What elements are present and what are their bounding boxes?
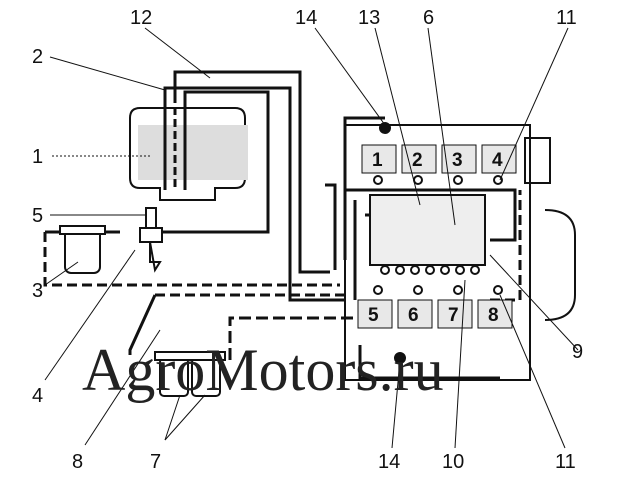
cylinder-2: 2	[412, 150, 423, 171]
callout-8: 8	[72, 451, 83, 473]
callout-4: 4	[32, 385, 43, 407]
hand-pump	[139, 207, 163, 273]
watermark: AgroMotors.ru	[82, 337, 444, 403]
cylinder-7: 7	[448, 305, 459, 326]
fine-filters	[154, 351, 226, 397]
callout-14-bottom: 14	[378, 451, 400, 473]
leader-lines	[44, 27, 579, 449]
cylinder-8: 8	[488, 305, 499, 326]
callout-11-bottom: 11	[555, 451, 576, 473]
callout-14-top: 14	[295, 7, 317, 29]
callout-6: 6	[423, 7, 434, 29]
cylinder-1: 1	[372, 150, 383, 171]
cylinders: 1 2 3 4 5 6 7 8	[357, 144, 517, 329]
callout-5: 5	[32, 205, 43, 227]
callout-7: 7	[150, 451, 161, 473]
callout-3: 3	[32, 280, 43, 302]
fuel-tank	[129, 95, 248, 201]
callout-2: 2	[32, 46, 43, 68]
callout-labels: 12 14 13 6 11 2 1 5 3 4 8 7 14 10 11 9	[32, 7, 583, 473]
coarse-filter	[59, 225, 106, 274]
engine	[344, 122, 576, 381]
cylinder-6: 6	[408, 305, 419, 326]
cylinder-3: 3	[452, 150, 463, 171]
cylinder-5: 5	[368, 305, 379, 326]
callout-11-top: 11	[556, 7, 577, 29]
callout-13: 13	[358, 7, 380, 29]
callout-10: 10	[442, 451, 464, 473]
callout-12: 12	[130, 7, 152, 29]
injectors	[380, 265, 480, 275]
callout-1: 1	[32, 146, 43, 168]
callout-9: 9	[572, 341, 583, 363]
cylinder-4: 4	[492, 150, 503, 171]
